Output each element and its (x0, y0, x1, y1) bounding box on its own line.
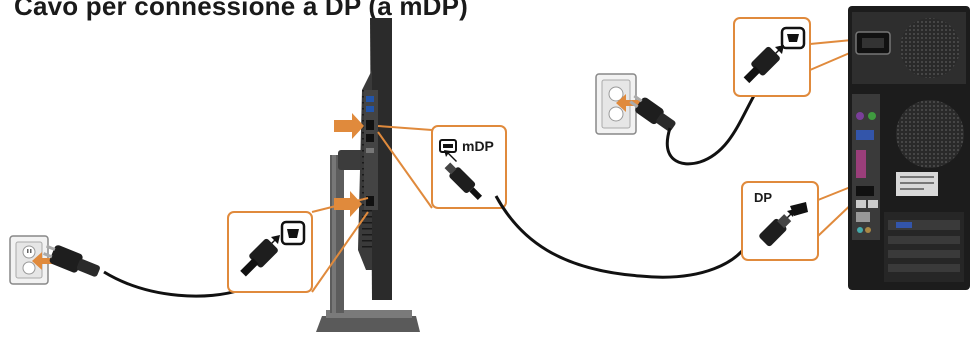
monitor-base (316, 316, 420, 332)
pc-tower (848, 6, 970, 290)
monitor (316, 18, 420, 332)
pc-power-cable (667, 92, 756, 164)
pc-power-callout-line (810, 40, 852, 44)
power-plug-left-icon (41, 241, 102, 281)
pc-iec-socket-icon (782, 28, 804, 48)
mdp-label: mDP (462, 138, 494, 154)
pc-dp-port (856, 186, 874, 196)
dp-label: DP (754, 190, 772, 205)
pc-psu-fan-grille (900, 18, 960, 78)
monitor-mdp-arrow-icon (334, 113, 364, 139)
pc-case-fan-grille (896, 100, 964, 168)
dp-cable (496, 196, 752, 277)
iec-power-socket-icon (282, 222, 304, 244)
mdp-port-icon (440, 140, 456, 152)
pc-power-callout-line-2 (810, 52, 852, 70)
